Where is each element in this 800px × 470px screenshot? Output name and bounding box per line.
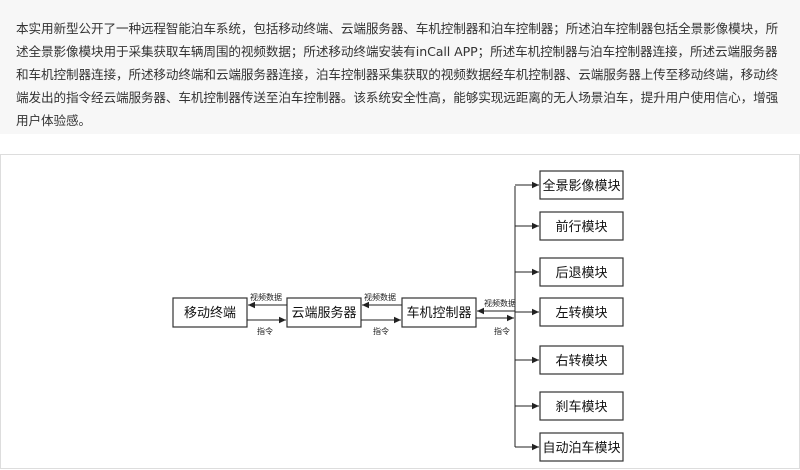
module-label-7: 自动泊车模块 bbox=[542, 440, 620, 456]
mobile-terminal-box: 移动终端 bbox=[172, 297, 248, 328]
video-label-1: 视频数据 bbox=[250, 292, 282, 302]
vehicle-controller-box: 车机控制器 bbox=[401, 297, 477, 328]
mobile-terminal-label: 移动终端 bbox=[184, 305, 236, 321]
vehicle-controller-label: 车机控制器 bbox=[406, 305, 471, 321]
module-box-5: 右转模块 bbox=[539, 345, 624, 375]
module-box-4: 左转模块 bbox=[539, 297, 624, 327]
command-label-1: 指令 bbox=[257, 326, 273, 336]
module-box-1: 全景影像模块 bbox=[539, 170, 624, 200]
cloud-server-box: 云端服务器 bbox=[286, 297, 362, 328]
module-box-7: 自动泊车模块 bbox=[539, 432, 624, 462]
module-box-2: 前行模块 bbox=[539, 211, 624, 241]
video-label-2: 视频数据 bbox=[364, 292, 396, 302]
abstract-text: 本实用新型公开了一种远程智能泊车系统，包括移动终端、云端服务器、车机控制器和泊车… bbox=[0, 0, 800, 134]
command-label-3: 指令 bbox=[494, 326, 510, 336]
cloud-server-label: 云端服务器 bbox=[291, 305, 356, 321]
module-label-3: 后退模块 bbox=[555, 266, 607, 281]
command-label-2: 指令 bbox=[373, 326, 389, 336]
module-box-3: 后退模块 bbox=[539, 257, 624, 287]
module-label-5: 右转模块 bbox=[555, 354, 607, 369]
system-diagram: 移动终端 云端服务器 车机控制器 视频数据 指令 视频数据 指令 视频数据 指令… bbox=[172, 170, 624, 462]
module-label-6: 刹车模块 bbox=[555, 399, 607, 415]
module-label-4: 左转模块 bbox=[555, 306, 607, 321]
module-label-1: 全景影像模块 bbox=[542, 178, 620, 194]
module-box-6: 刹车模块 bbox=[539, 391, 624, 421]
figure-panel: 移动终端 云端服务器 车机控制器 视频数据 指令 视频数据 指令 视频数据 指令… bbox=[0, 154, 800, 469]
video-label-3: 视频数据 bbox=[484, 298, 516, 308]
module-label-2: 前行模块 bbox=[555, 219, 607, 235]
